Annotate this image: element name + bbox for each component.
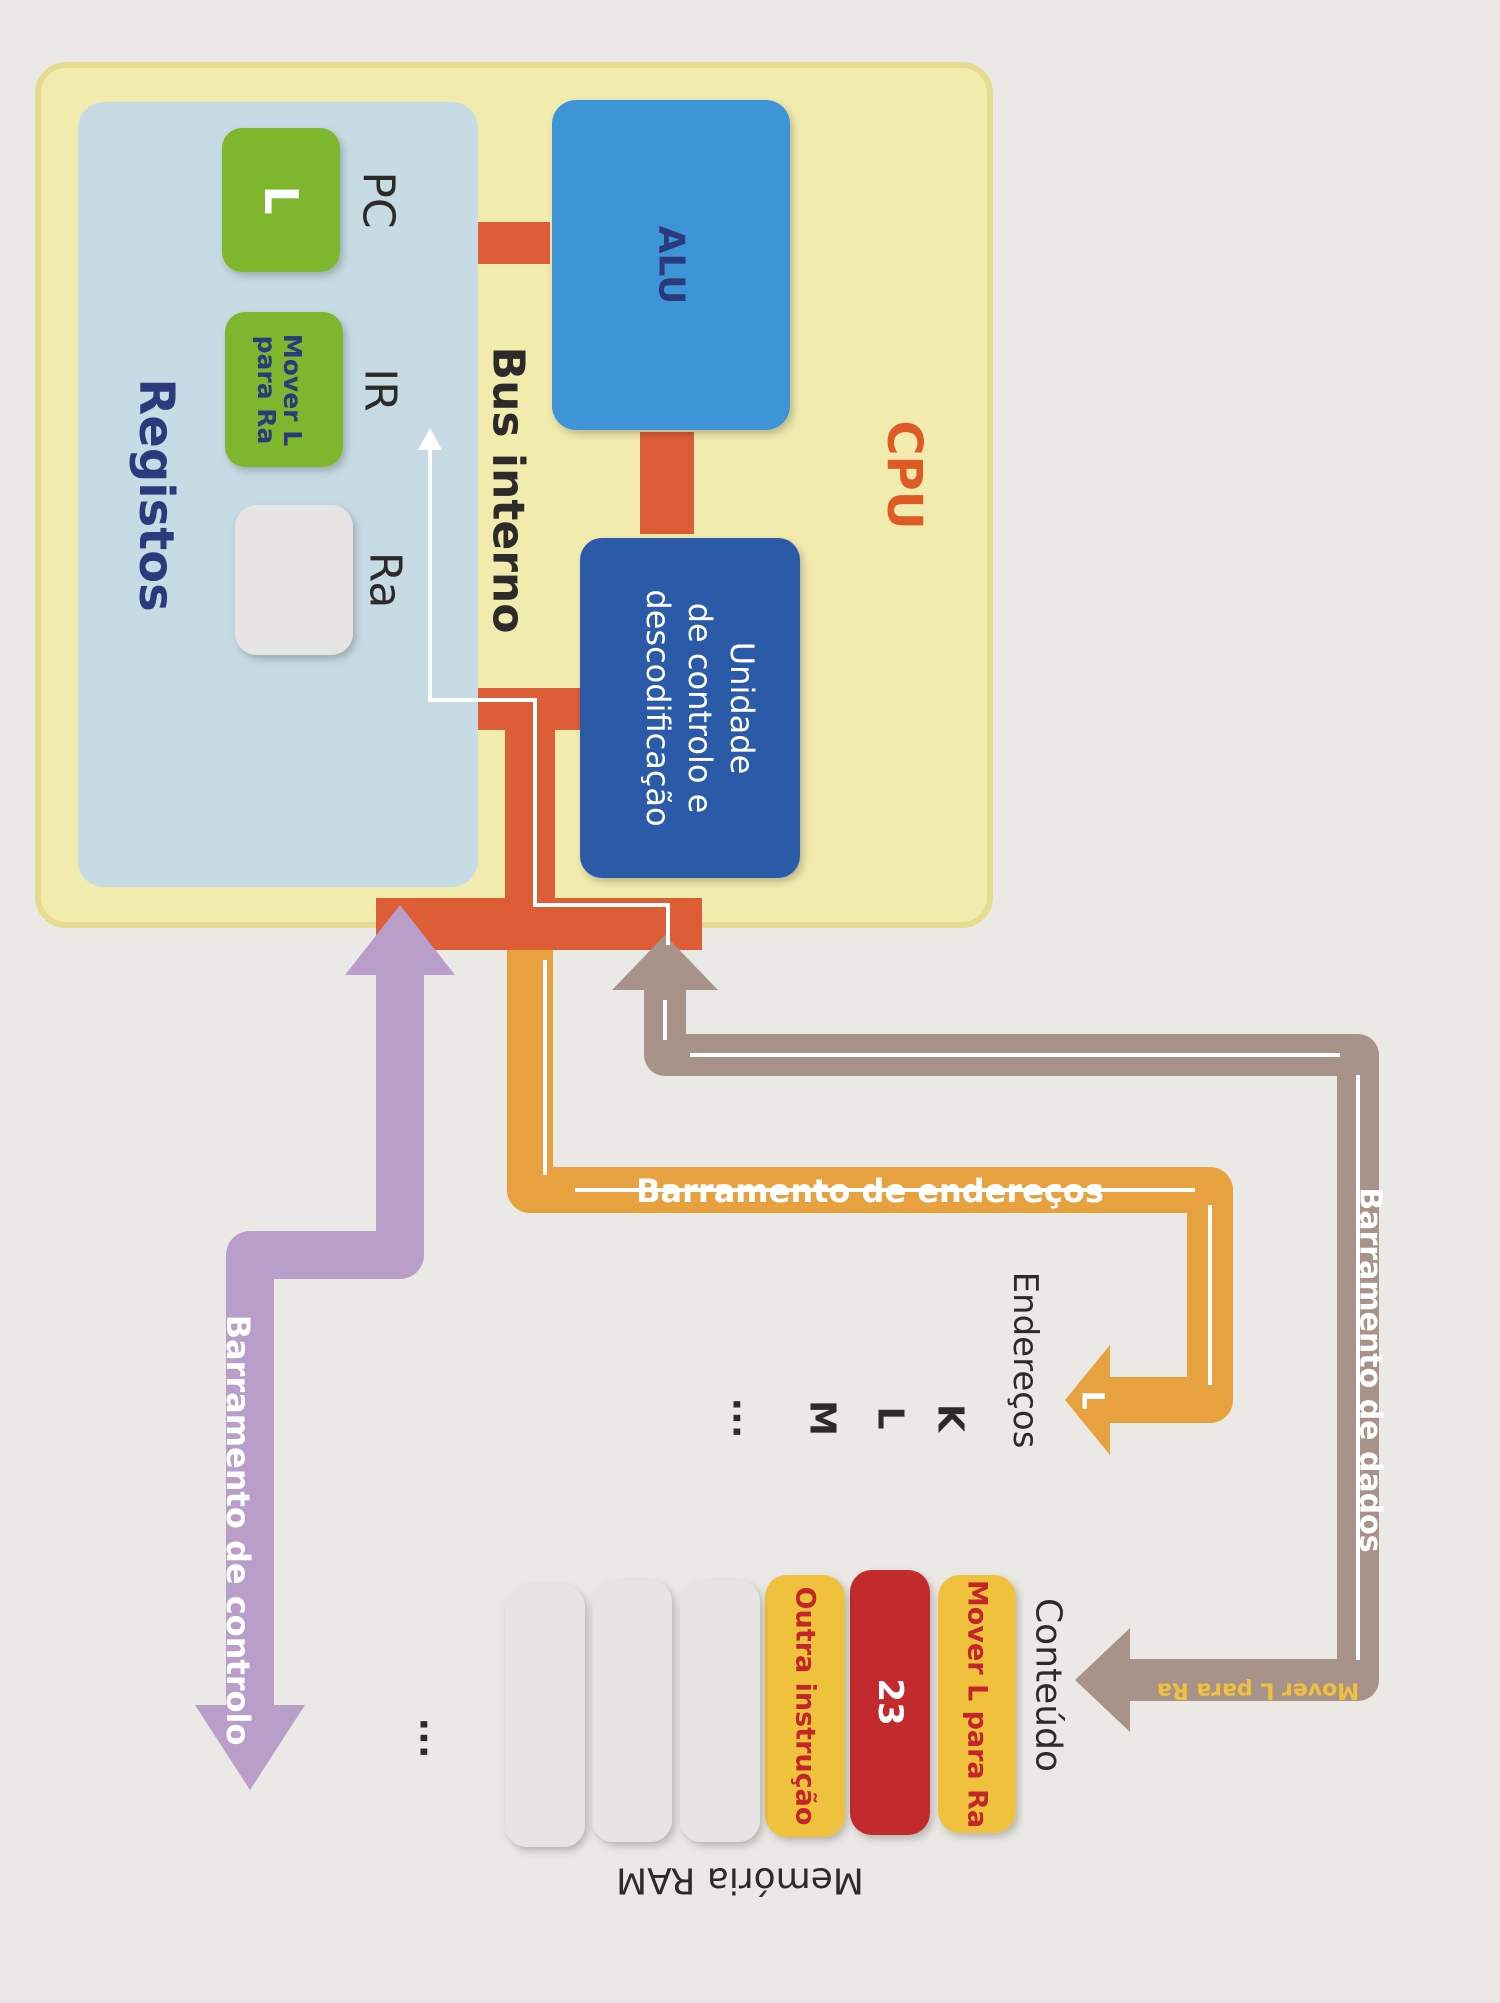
- control-bus-path: [226, 965, 424, 1740]
- memory-cell-m: [765, 1575, 845, 1837]
- cpu-label: CPU: [876, 420, 932, 529]
- control-unit-line1: Unidade: [723, 642, 761, 775]
- memory-cell-l: [850, 1570, 930, 1835]
- registers-label: Registos: [128, 378, 184, 611]
- memory-title: Memória RAM: [616, 1860, 864, 1901]
- ra-register-name: Ra: [360, 552, 411, 609]
- data-bus-label: Barramento de dados: [1353, 1187, 1388, 1552]
- fetch-path-arrow: [418, 428, 442, 450]
- control-unit-line2: de controlo e: [681, 603, 719, 814]
- internal-bus-label: Bus interno: [483, 347, 534, 634]
- ir-register-value-line1: Mover L: [278, 334, 307, 446]
- data-bus-arrow-up: [612, 935, 718, 990]
- internal-bus-vertical: [505, 718, 555, 918]
- control-unit-line3: descodificação: [639, 589, 677, 826]
- pc-register-box: [222, 128, 340, 272]
- ra-register-box: [235, 505, 353, 655]
- address-bus-label: Barramento de endereços: [636, 1172, 1104, 1210]
- data-bus-arrow-left: [1075, 1628, 1130, 1732]
- address-bus-flow-line: [543, 960, 1212, 1385]
- alu-box: [552, 100, 790, 430]
- ir-register-value-line2: para Ra: [252, 336, 281, 445]
- data-bus-flow-line: [663, 1000, 1360, 1660]
- ir-register-name: IR: [355, 368, 406, 412]
- memory-cell-empty: [505, 1585, 585, 1847]
- memory-cell-k: [938, 1575, 1016, 1833]
- control-unit-box: [580, 538, 800, 878]
- address-bus-path: [507, 950, 1233, 1423]
- address-bus-arrow: [1065, 1345, 1110, 1455]
- fetch-path-to-ir: [428, 445, 670, 945]
- registers-panel: [78, 102, 478, 887]
- memory-cell-empty: [592, 1580, 672, 1842]
- address-ellipsis: ...: [725, 1397, 766, 1438]
- alu-control-bus-stub: [640, 432, 694, 534]
- memory-cell-k-value: Mover L para Ra: [962, 1580, 993, 1828]
- address-m: M: [802, 1400, 843, 1436]
- address-k: K: [930, 1404, 971, 1433]
- control-bus-arrow-up: [345, 905, 455, 975]
- memory-ellipsis: ...: [412, 1717, 453, 1758]
- control-bus-label: Barramento de controlo: [219, 1315, 257, 1746]
- memory-cell-m-value: Outra instrução: [790, 1587, 821, 1826]
- address-l: L: [870, 1407, 911, 1430]
- ir-register-box: [225, 312, 343, 467]
- pc-register-value: L: [254, 185, 308, 214]
- pc-register-name: PC: [353, 171, 404, 228]
- addresses-header: Endereços: [1005, 1272, 1045, 1449]
- contents-header: Conteúdo: [1028, 1598, 1069, 1772]
- memory-cell-empty: [680, 1580, 760, 1842]
- control-bus-arrow-down: [195, 1705, 305, 1790]
- alu-label: ALU: [651, 226, 692, 305]
- data-bus-arrow-value: Mover L para Ra: [1157, 1678, 1359, 1703]
- memory-cell-l-value: 23: [870, 1678, 910, 1725]
- address-bus-arrow-value: L: [1075, 1390, 1110, 1409]
